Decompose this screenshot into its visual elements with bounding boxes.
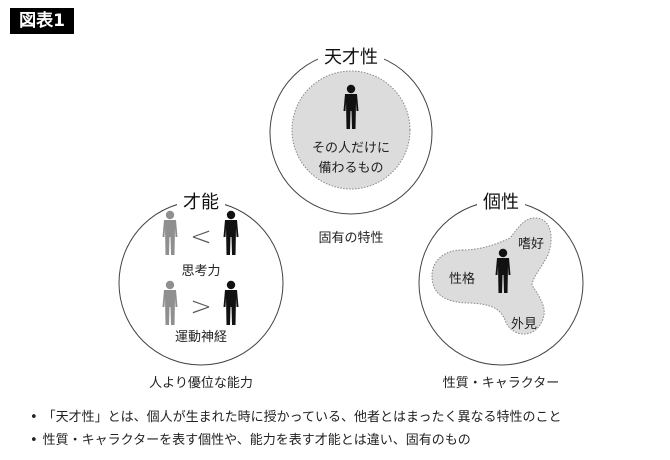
greater-than-symbol: > [190,292,212,322]
talent-title: 才能 [177,188,225,214]
individuality-circle [418,200,584,366]
note-item: 「天才性」とは、個人が生まれた時に授かっている、他者とはまったく異なる特性のこと [30,406,562,429]
individuality-caption: 性質・キャラクター [442,376,560,391]
person-icon-dark [223,210,239,255]
appearance-label: 外見 [510,317,538,332]
person-icon-dark [223,280,239,325]
individuality-title: 個性 [477,188,525,214]
notes-list: 「天才性」とは、個人が生まれた時に授かっている、他者とはまったく異なる特性のこと… [30,406,562,452]
thinking-label: 思考力 [181,264,221,279]
genius-inner-line2: 備わるもの [318,161,384,176]
talent-caption: 人より優位な能力 [149,376,253,391]
athletic-label: 運動神経 [174,330,228,345]
less-than-symbol: < [190,222,212,252]
genius-circle [269,51,433,215]
genius-caption: 固有の特性 [318,231,384,246]
genius-title: 天才性 [318,43,384,69]
person-icon-gray [162,280,178,325]
person-icon-gray [162,210,178,255]
note-item: 性質・キャラクターを表す個性や、能力を表す才能とは違い、固有のもの [30,429,562,452]
genius-inner-line1: その人だけに [311,141,391,156]
figure-label: 図表1 [10,8,74,34]
personality-label: 性格 [448,272,476,287]
preference-label: 嗜好 [517,237,545,252]
